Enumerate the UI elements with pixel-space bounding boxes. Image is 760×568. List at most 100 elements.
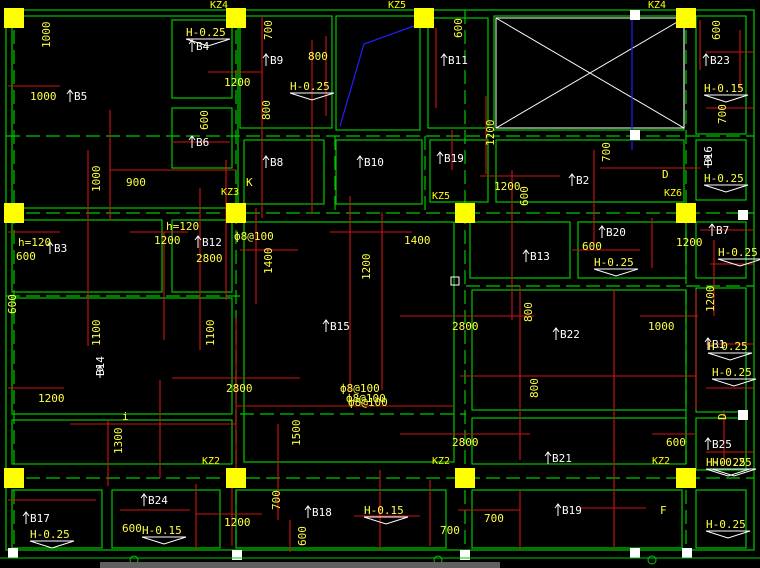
svg-text:B19: B19 [444, 152, 464, 165]
svg-text:B3: B3 [54, 242, 67, 255]
svg-text:B9: B9 [270, 54, 283, 67]
elevation-markers [29, 38, 760, 549]
dimension-label: ф8@100 [340, 382, 380, 395]
dimension-label: 1000 [40, 22, 53, 49]
dimension-label: K [246, 176, 253, 189]
slab-tag: B8 [262, 155, 283, 169]
dimension-label: h=120 [18, 236, 51, 249]
beam-dashed-axes [6, 10, 754, 550]
beam-lines [5, 9, 755, 551]
dimension-label: 1300 [112, 428, 125, 455]
dimension-label: 1000 [90, 166, 103, 193]
elevation-note: H-0.25 [706, 456, 746, 469]
dimension-label: 1200 [360, 254, 373, 281]
slab-tag: B9 [262, 53, 283, 67]
slab-tag: B12 [194, 235, 222, 249]
dimension-label: 1500 [290, 420, 303, 447]
svg-text:B11: B11 [448, 54, 468, 67]
elevation-triangle [703, 184, 749, 193]
dimension-label: h=120 [166, 220, 199, 233]
dimension-label: 1400 [262, 248, 275, 275]
slab-tag: B23 [702, 53, 730, 67]
svg-text:B13: B13 [530, 250, 550, 263]
elevation-triangle [141, 536, 187, 545]
dimension-label: 600 [16, 250, 36, 263]
slab-tag: B2 [568, 173, 589, 187]
dimension-label: 1200 [224, 516, 251, 529]
elevation-triangle [717, 258, 760, 267]
elevation-triangle [703, 94, 749, 103]
column-c8 [4, 203, 24, 223]
slab-tag: B18 [304, 505, 332, 519]
svg-text:B4: B4 [196, 40, 210, 53]
elevation-triangle [363, 516, 409, 525]
svg-text:B18: B18 [312, 506, 332, 519]
svg-text:B24: B24 [148, 494, 168, 507]
elevation-note: H-0.25 [186, 26, 226, 39]
column-label: KZ4 [648, 0, 666, 11]
dimension-label: 600 [6, 294, 19, 314]
elevation-note: H-0.25 [594, 256, 634, 269]
dimension-label: 600 [518, 186, 531, 206]
dimension-label: 1200 [154, 234, 181, 247]
dimension-label: 600 [452, 18, 465, 38]
slab-tag: B1 [704, 337, 725, 351]
svg-text:B16: B16 [702, 146, 715, 166]
elevation-note: H-0.15 [704, 82, 744, 95]
dimension-label: 700 [270, 490, 283, 510]
dimension-label: 600 [122, 522, 142, 535]
small-square-marker [450, 276, 460, 286]
dimension-labels: 1000 700 800 1200 600 1000 800 600 1200 700 600 700… [6, 18, 729, 546]
dimension-label: 800 [308, 50, 328, 63]
dimension-label: 2800 [452, 436, 479, 449]
dimension-label: 600 [296, 526, 309, 546]
dimension-label: 1200 [484, 120, 497, 147]
dimension-label: 1200 [224, 76, 251, 89]
dimension-label: i [122, 410, 129, 423]
svg-text:B22: B22 [560, 328, 580, 341]
column-label: KZ2 [432, 456, 450, 467]
slab-tag: B16 [702, 146, 715, 168]
rebar-lines [8, 16, 754, 552]
elevation-triangle [711, 378, 757, 387]
svg-text:B19: B19 [562, 504, 582, 517]
slab-tag: B14 [94, 356, 107, 378]
svg-text:B25: B25 [712, 438, 732, 451]
slab-tag: B15 [322, 319, 350, 333]
svg-text:B21: B21 [552, 452, 572, 465]
column-c9 [226, 468, 246, 488]
dimension-label: ф8@100 [348, 396, 388, 409]
dimension-label: 1200 [38, 392, 65, 405]
dimension-label: 700 [484, 512, 504, 525]
svg-text:B1: B1 [712, 338, 725, 351]
elevation-triangle [711, 468, 757, 477]
dimension-label: 1100 [204, 320, 217, 347]
elevation-note: H-0.25 [712, 456, 752, 469]
blue-diagonal-line [339, 25, 415, 127]
column-c10 [455, 468, 475, 488]
column-c1 [4, 8, 24, 28]
svg-text:B23: B23 [710, 54, 730, 67]
elevation-triangle [185, 38, 231, 47]
slab-tag: B5 [66, 89, 87, 103]
dimension-label: 600 [582, 240, 602, 253]
svg-text:B5: B5 [74, 90, 87, 103]
elevation-triangle [705, 530, 751, 539]
elevation-triangle [593, 268, 639, 277]
column-label: KZ4 [210, 0, 228, 11]
slab-tag: B19 [554, 503, 582, 517]
dimension-label: 700 [262, 20, 275, 40]
svg-text:B2: B2 [576, 174, 589, 187]
bottom-grey-strip [100, 562, 500, 568]
column-c7 [676, 203, 696, 223]
elevation-note: H-0.25 [718, 246, 758, 259]
dimension-label: ф8@100 [234, 230, 274, 243]
slab-tag: B3 [46, 241, 67, 255]
dimension-label: 1400 [404, 234, 431, 247]
dimension-label: 800 [528, 378, 541, 398]
column-c6 [455, 203, 475, 223]
slab-tag: B17 [22, 511, 50, 525]
